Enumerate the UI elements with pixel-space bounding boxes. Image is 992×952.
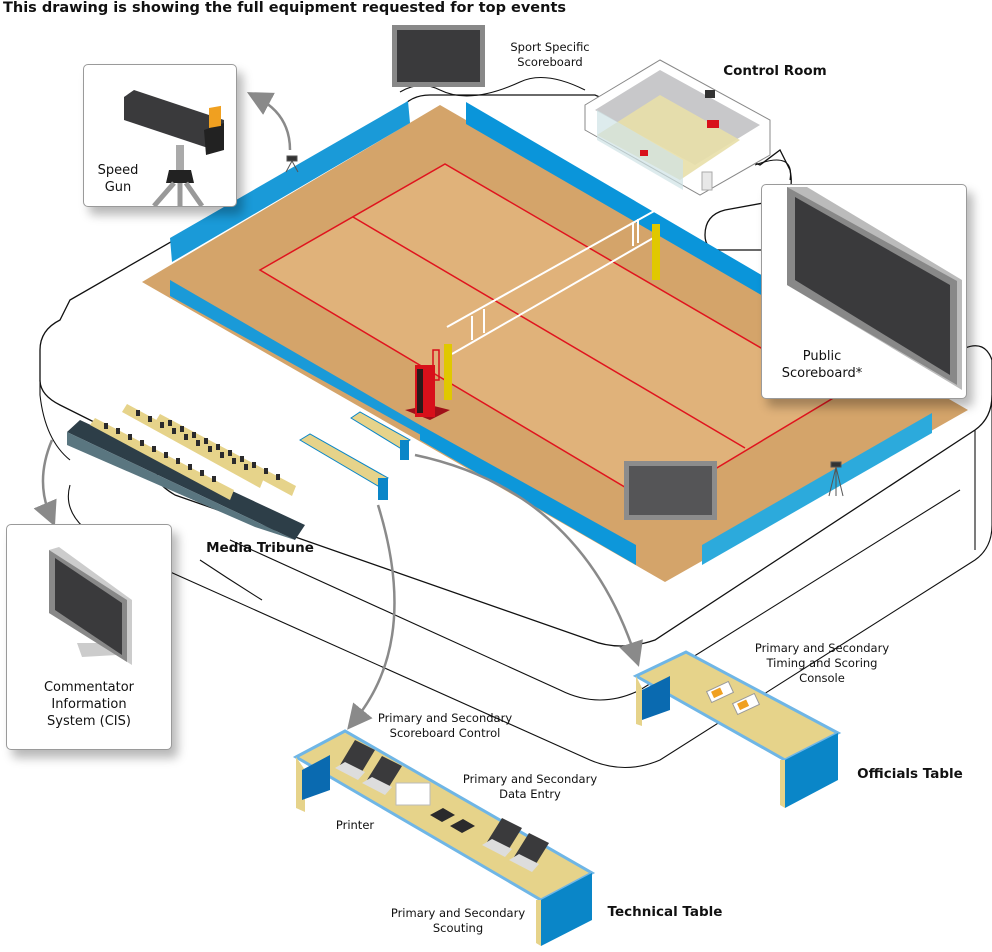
data-entry-label-2: Data Entry [499, 786, 561, 801]
scouting-label-2: Scouting [432, 920, 484, 935]
public-scoreboard-label-2: Scoreboard* [781, 365, 863, 381]
sport-scoreboard-label-1: Sport Specific [510, 40, 590, 54]
scoreboard-control-label: Primary and Secondary Scoreboard Control [365, 711, 525, 741]
center-line [352, 216, 746, 449]
arrow-speed-gun [246, 92, 292, 151]
control-room [584, 59, 771, 196]
speed-gun-icon [124, 90, 224, 206]
speed-gun-small-back [285, 155, 299, 173]
ad-board-back-left [170, 101, 410, 262]
speed-gun-label-2: Gun [104, 179, 132, 195]
sport-scoreboard-label: Sport Specific Scoreboard [495, 40, 605, 70]
speed-gun-small-front [828, 461, 844, 497]
cis-label-3: System (CIS) [47, 713, 131, 729]
timing-console-label-1: Primary and Secondary [754, 641, 890, 655]
officials-table-label: Officials Table [857, 766, 963, 782]
scoreboard-control-label-2: Scoreboard Control [389, 725, 501, 740]
cis-card: Commentator Information System (CIS) [6, 524, 172, 750]
media-tribune-laptops [104, 410, 280, 482]
callout-arrows [33, 92, 643, 730]
officials-table-small [350, 411, 411, 460]
diagram-title: This drawing is showing the full equipme… [3, 0, 567, 16]
referee-stand [405, 349, 450, 420]
public-scoreboard-card: Public Scoreboard* [761, 184, 967, 399]
media-tribune-label: Media Tribune [206, 540, 314, 556]
media-tribune [67, 404, 305, 540]
cis-label-1: Commentator [43, 680, 135, 695]
officials-table [632, 650, 842, 808]
control-room-label: Control Room [723, 63, 827, 79]
arrow-officials-table [414, 453, 643, 667]
sport-specific-scoreboard [392, 25, 485, 87]
cis-label-2: Information [51, 696, 127, 712]
public-scoreboard-icon [787, 187, 962, 390]
net-post-front [444, 344, 452, 400]
public-scoreboard-label-1: Public [802, 349, 842, 364]
ad-board-front-left-2 [420, 425, 636, 565]
speed-gun-card: Speed Gun [83, 64, 237, 207]
ad-board-front-left [170, 280, 430, 440]
technical-table-small [299, 433, 389, 500]
data-entry-label-1: Primary and Secondary [462, 772, 598, 786]
scouting-label: Primary and Secondary Scouting [378, 906, 538, 936]
printer-label: Printer [335, 818, 375, 832]
sport-scoreboard-label-2: Scoreboard [517, 54, 583, 69]
ad-board-front-right [702, 413, 932, 565]
scoreboard-control-label-1: Primary and Secondary [377, 711, 513, 725]
courtside-monitor [624, 461, 717, 520]
net-post-back [652, 224, 660, 280]
volleyball-net [446, 209, 657, 355]
technical-table-label: Technical Table [607, 904, 723, 920]
timing-console-label-3: Console [799, 670, 845, 685]
data-entry-label: Primary and Secondary Data Entry [450, 772, 610, 802]
technical-table-equipment [335, 740, 549, 872]
printer-icon [395, 782, 431, 806]
court [142, 101, 968, 582]
timing-console-label-2: Timing and Scoring [766, 655, 878, 670]
speed-gun-label-1: Speed [97, 163, 139, 178]
arrow-technical-table [347, 504, 396, 730]
ad-board-back-right [466, 102, 770, 300]
arrow-cis [33, 439, 57, 527]
monitor-icon [49, 547, 132, 665]
timing-console-label: Primary and Secondary Timing and Scoring… [742, 641, 902, 686]
scouting-label-1: Primary and Secondary [390, 906, 526, 920]
